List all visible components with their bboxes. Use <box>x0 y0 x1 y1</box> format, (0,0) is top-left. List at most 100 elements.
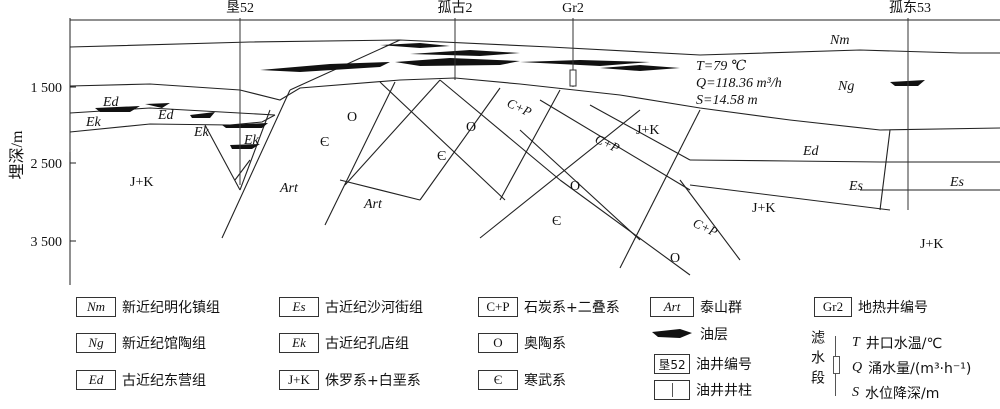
bed-6 <box>679 179 741 261</box>
oil-layer <box>222 123 268 128</box>
legend-sym-s: S <box>852 385 859 400</box>
oil-layer <box>380 43 450 48</box>
legend-code-o: O <box>478 333 518 353</box>
legend-item-o: O 奥陶系 <box>478 333 566 353</box>
filter-section <box>569 69 577 87</box>
legend-label-cp: 石炭系+二叠系 <box>524 300 620 316</box>
fault-8 <box>419 87 501 201</box>
well-label-gudong53: 孤东53 <box>889 0 931 16</box>
fault-12 <box>879 129 891 211</box>
unit-label-ed: Ed <box>157 108 175 123</box>
oil-layer-icon <box>652 329 692 338</box>
bed-4 <box>539 99 691 191</box>
legend-item-q: Q 涌水量/(m³·h⁻¹) <box>852 358 971 378</box>
oil-layer <box>410 50 520 56</box>
bed-8 <box>589 104 691 161</box>
tick-label-1500: 1 500 <box>31 81 63 96</box>
legend-item-s: S 水位降深/m <box>852 383 939 403</box>
bed-7 <box>689 184 891 211</box>
legend-item-es: Es 古近纪沙河街组 <box>279 297 423 317</box>
unit-label-ek: Ek <box>85 115 102 130</box>
legend-item-jk: J+K 侏罗系+白垩系 <box>279 370 421 390</box>
bed-10 <box>234 159 251 181</box>
oil-layer <box>600 65 680 71</box>
ng-base <box>69 77 1000 131</box>
legend-label-ed: 古近纪东营组 <box>122 373 206 389</box>
fault-3 <box>239 109 271 191</box>
geologic-cross-section: 垦52 孤古2 Gr2 孤东53 埋深/m 1 500 2 500 3 500 … <box>8 0 1000 285</box>
bed-3 <box>519 129 641 241</box>
legend-label-t: 井口水温/℃ <box>865 336 943 352</box>
legend-code-cp: C+P <box>478 297 518 317</box>
unit-label-o: O <box>670 251 680 266</box>
tick-label-2500: 2 500 <box>31 157 63 172</box>
legend-item-t: T 井口水温/℃ <box>852 333 942 353</box>
unit-label-ek: Ek <box>193 125 210 140</box>
unit-label-art: Art <box>363 197 383 212</box>
fault-9 <box>499 89 561 201</box>
fault-11 <box>619 109 701 269</box>
legend-code-gr: Gr2 <box>814 297 852 317</box>
unit-label-ng: Ng <box>837 79 854 94</box>
unit-label-o: O <box>570 179 580 194</box>
fault-10 <box>479 109 641 239</box>
legend-item-ng: Ng 新近纪馆陶组 <box>76 333 206 353</box>
strata-lines <box>69 19 1000 276</box>
legend-code-cam: Є <box>478 370 518 390</box>
oil-layer <box>190 112 215 118</box>
wells <box>239 18 909 210</box>
legend-item-wellno: 垦52 油井编号 <box>654 354 752 374</box>
legend-item-gr: Gr2 地热井编号 <box>814 297 928 317</box>
legend-code-wellno: 垦52 <box>654 354 690 374</box>
legend-sym-q: Q <box>852 360 863 375</box>
legend-label-jk: 侏罗系+白垩系 <box>325 373 421 389</box>
legend-label-es: 古近纪沙河街组 <box>325 300 423 316</box>
legend-label-ek: 古近纪孔店组 <box>325 336 409 352</box>
legend-label-q: 涌水量/(m³·h⁻¹) <box>868 361 972 377</box>
legend-label-ng: 新近纪馆陶组 <box>122 336 206 352</box>
unit-label-jk: J+K <box>130 175 153 190</box>
oil-layer <box>520 60 650 66</box>
well-label-k52: 垦52 <box>226 0 254 16</box>
fault-7 <box>344 79 441 186</box>
unit-label-cp: C+P <box>593 131 622 155</box>
legend-item-nm: Nm 新近纪明化镇组 <box>76 297 220 317</box>
legend-label-wellcol: 油井井柱 <box>696 383 752 399</box>
unit-label-ek: Ek <box>243 133 260 148</box>
bed-9 <box>339 179 421 201</box>
legend-code-ng: Ng <box>76 333 116 353</box>
legend-code-es: Es <box>279 297 319 317</box>
unit-label-jk: J+K <box>636 123 659 138</box>
unit-label-ed: Ed <box>102 95 120 110</box>
legend-item-cp: C+P 石炭系+二叠系 <box>478 297 620 317</box>
bed-1 <box>379 81 506 201</box>
legend-label-filter: 滤水段 <box>809 330 825 390</box>
legend-code-nm: Nm <box>76 297 116 317</box>
legend-sym-t: T <box>852 335 860 350</box>
unit-label-cam: Є <box>552 214 561 229</box>
legend-code-jk: J+K <box>279 370 319 390</box>
well-label-gugu2: 孤古2 <box>438 0 473 16</box>
unit-label-o: O <box>347 110 357 125</box>
fault-2 <box>204 124 241 191</box>
legend-label-oil: 油层 <box>700 327 728 343</box>
legend-label-nm: 新近纪明化镇组 <box>122 300 220 316</box>
unit-label-es: Es <box>848 179 864 194</box>
oil-layer <box>230 144 260 149</box>
legend-label-gr: 地热井编号 <box>858 300 928 316</box>
fault-4 <box>221 89 291 239</box>
ed-base-right <box>689 159 1000 163</box>
legend-item-art: Art 泰山群 <box>650 297 742 317</box>
oil-layer <box>260 62 390 72</box>
legend-label-o: 奥陶系 <box>524 336 566 352</box>
legend-item-wellcol: 油井井柱 <box>654 380 752 400</box>
legend-code-ed: Ed <box>76 370 116 390</box>
legend-code-ek: Ek <box>279 333 319 353</box>
unit-labels: Nm Ng Ed Ed Ek Ek Ek J+K Art Art Є O O Є… <box>85 33 965 266</box>
legend-item-cam: Є 寒武系 <box>478 370 566 390</box>
filter-section-icon <box>833 336 840 396</box>
annotation-drawdown: S=14.58 m <box>696 93 758 108</box>
unit-label-cp: C+P <box>505 95 534 119</box>
fault-6 <box>324 81 396 226</box>
well-label-gr2: Gr2 <box>562 1 584 16</box>
